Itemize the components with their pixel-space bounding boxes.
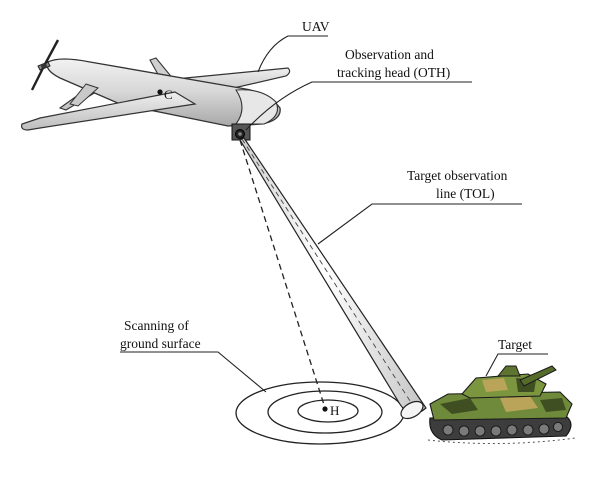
oth-leader-line bbox=[245, 81, 472, 131]
camera-gimbal-icon bbox=[231, 123, 251, 141]
uav-label: UAV bbox=[302, 19, 330, 34]
target-leader-line bbox=[485, 353, 548, 377]
scan-ring-middle bbox=[267, 390, 383, 434]
tol-leader-line bbox=[317, 203, 522, 245]
propeller-blade bbox=[42, 39, 60, 67]
scan-ring-inner bbox=[297, 399, 359, 423]
scan-label-line2: ground surface bbox=[120, 336, 201, 351]
target-observation-beam bbox=[239, 137, 427, 420]
vertical-projection-line bbox=[239, 139, 326, 409]
uav-leader-line bbox=[257, 35, 328, 73]
point-c-label: C bbox=[164, 87, 173, 102]
tank-icon bbox=[427, 365, 577, 445]
scan-leader-line bbox=[120, 351, 267, 393]
tol-label-line1: Target observation bbox=[407, 168, 508, 183]
target-label: Target bbox=[498, 337, 532, 352]
point-h-label: H bbox=[330, 403, 339, 418]
point-c-marker: C bbox=[157, 87, 173, 102]
tol-label-line2: line (TOL) bbox=[436, 186, 495, 201]
leader-lines bbox=[120, 35, 548, 393]
oth-label-line2: tracking head (OTH) bbox=[337, 65, 450, 80]
point-h-marker: H bbox=[322, 403, 339, 418]
uav-drone-icon bbox=[21, 39, 291, 131]
oth-label-line1: Observation and bbox=[345, 47, 434, 62]
scan-label-line1: Scanning of bbox=[124, 318, 189, 333]
